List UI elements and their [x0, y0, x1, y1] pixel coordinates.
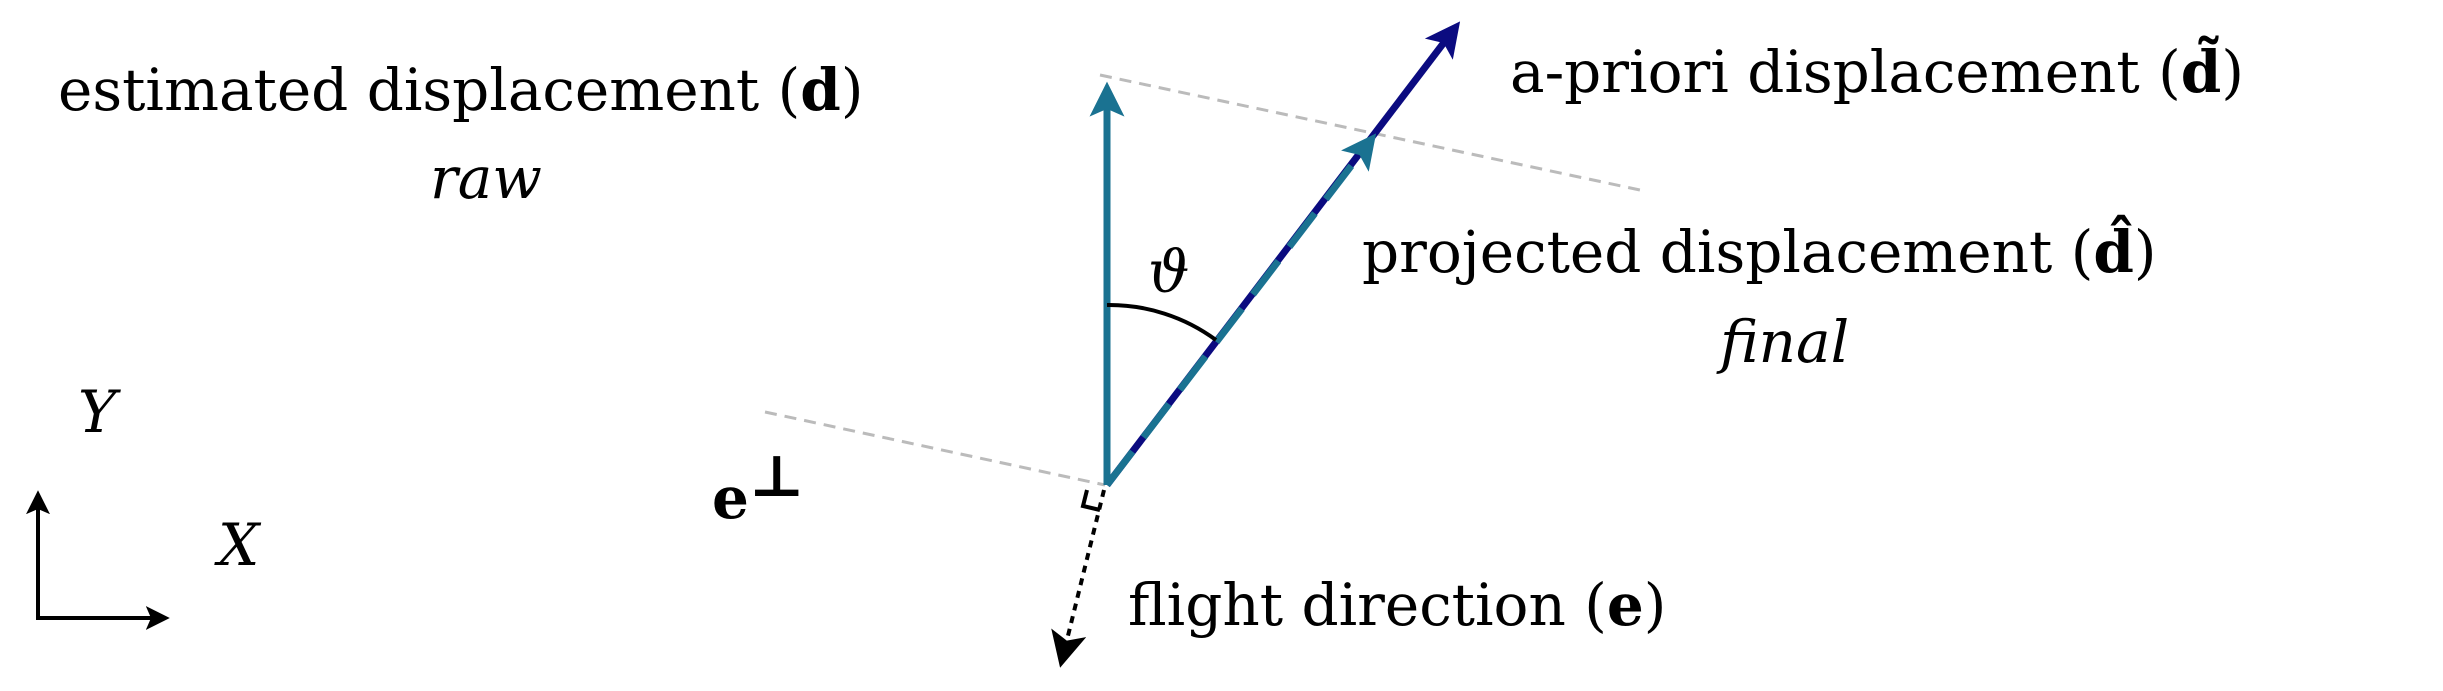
perpendicular-label: e⊥ — [712, 442, 805, 532]
projected-displacement-arrow — [1104, 133, 1377, 488]
apriori-displacement-label: a-priori displacement (d̃) — [1510, 35, 2244, 106]
projected-displacement-label: projected displacement (d̂) — [1362, 214, 2157, 286]
estimated-sub-label: raw — [430, 144, 542, 212]
right-angle-marker — [1080, 489, 1101, 512]
flight-direction-label: flight direction (e) — [1128, 571, 1666, 639]
theta-angle-arc — [1106, 302, 1218, 342]
guide-line-perpendicular — [764, 410, 1106, 487]
axis-x-label: X — [214, 511, 262, 579]
theta-label: ϑ — [1148, 238, 1189, 306]
axis-y-label: Y — [78, 378, 121, 446]
estimated-displacement-label: estimated displacement (d) — [58, 56, 863, 124]
guide-line-top — [1099, 73, 1641, 192]
flight-direction-arrow — [1051, 489, 1106, 668]
projected-sub-label: final — [1716, 308, 1849, 376]
